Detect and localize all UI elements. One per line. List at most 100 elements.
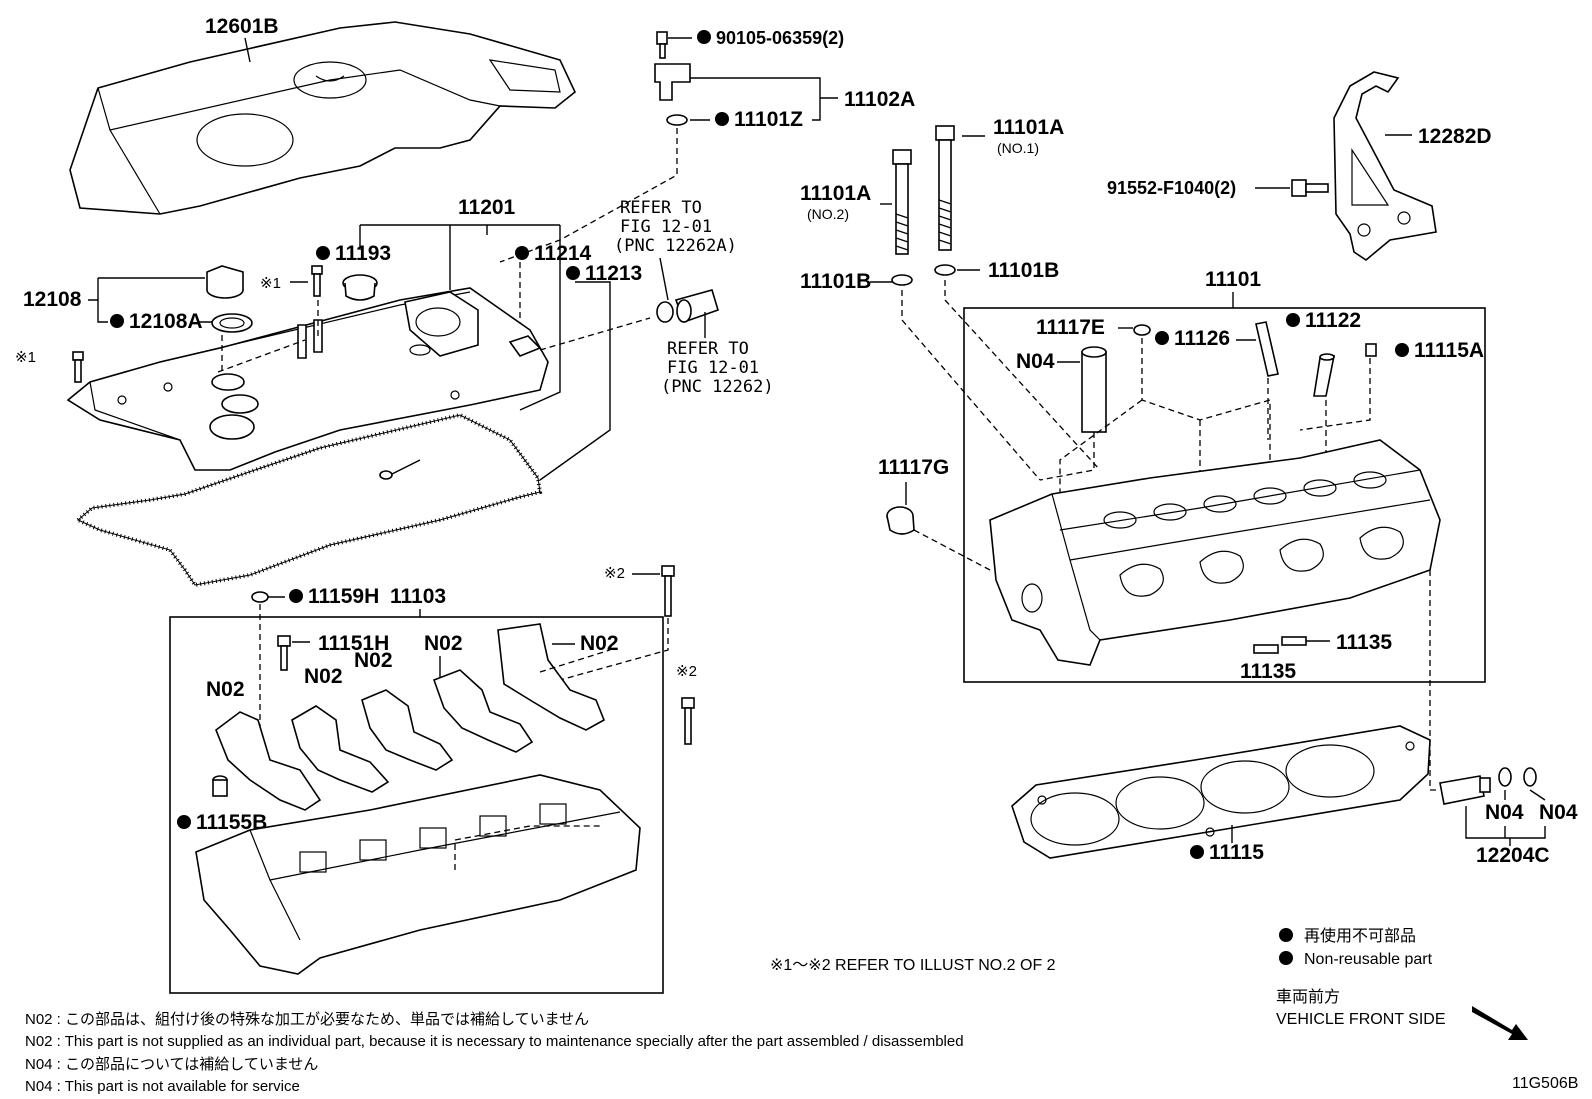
illust-note: ※1～※2 REFER TO ILLUST NO.2 OF 2 — [770, 957, 1056, 974]
washer-left — [891, 274, 913, 286]
refer-bot-line1: REFER TO — [667, 339, 749, 359]
legend-dot — [1279, 928, 1293, 942]
label-11155B: 11155B — [196, 811, 267, 834]
label-11193: 11193 — [335, 242, 391, 265]
label-N04-b: N04 — [1539, 801, 1578, 824]
label-N02-c: N02 — [354, 649, 393, 672]
label-11101Z: 11101Z — [734, 108, 803, 131]
label-12601B: 12601B — [205, 15, 279, 38]
refer-bot-line2: FIG 12-01 — [667, 358, 759, 378]
non-reusable-dot — [566, 266, 580, 280]
label-11122: 11122 — [1305, 309, 1361, 332]
non-reusable-dot — [110, 314, 124, 328]
label-N02-a: N02 — [424, 632, 463, 655]
label-N02-d: N02 — [304, 665, 343, 688]
note-n02-jp: N02 : この部品は、組付け後の特殊な加工が必要なため、単品では補給していませ… — [25, 1011, 589, 1028]
note-n04-en: N04 : This part is not available for ser… — [25, 1078, 300, 1095]
non-reusable-dot — [1395, 343, 1409, 357]
cylinder-head-group-box — [963, 307, 1486, 683]
hose-clamp-illustration — [656, 289, 719, 324]
plug-12204C-illustration — [1439, 767, 1537, 805]
label-11159H: 11159H — [308, 585, 379, 608]
engine-cover-illustration — [69, 21, 576, 215]
cylinder-head-illustration — [989, 439, 1441, 666]
legend-jp: 再使用不可部品 — [1304, 927, 1416, 945]
bolt-91552-illustration — [1291, 179, 1329, 197]
label-91552-F1040: 91552-F1040(2) — [1107, 178, 1236, 198]
label-11115A: 11115A — [1414, 339, 1484, 362]
label-N02-b: N02 — [580, 632, 619, 655]
non-reusable-dot — [177, 815, 191, 829]
label-11101A-no2: 11101A — [800, 182, 871, 205]
plug-11117G-illustration — [886, 506, 915, 535]
label-12204C: 12204C — [1476, 844, 1550, 867]
label-11117E: 11117E — [1036, 316, 1105, 339]
note-n04-jp: N04 : この部品については補給していません — [25, 1056, 318, 1073]
label-11101B-right: 11101B — [988, 259, 1059, 282]
plug-11159H — [251, 591, 269, 603]
bracket-12282D-illustration — [1333, 71, 1437, 261]
plug-11193-illustration — [342, 274, 378, 301]
bolt-mark1b-illustration — [72, 351, 84, 383]
non-reusable-dot — [1155, 331, 1169, 345]
non-reusable-dot — [715, 112, 729, 126]
guide-11126-illustration — [1255, 321, 1279, 377]
camshaft-housing-illustration — [195, 774, 641, 975]
refer-top-line3: (PNC 12262A) — [614, 236, 737, 256]
label-11135-b: 11135 — [1240, 660, 1296, 683]
head-bolt-no2-illustration — [892, 149, 912, 255]
front-direction-arrow-icon — [1472, 1006, 1528, 1040]
mark-ref-1b: ※1 — [15, 349, 36, 366]
small-seal — [379, 470, 393, 480]
label-11101A-no2-sub: (NO.2) — [807, 206, 849, 222]
refer-top-line2: FIG 12-01 — [620, 217, 712, 237]
pin-11135-b — [1281, 636, 1307, 646]
non-reusable-dot — [697, 30, 711, 44]
non-reusable-dot — [289, 589, 303, 603]
camshaft-housing-group-box — [169, 616, 664, 994]
label-N04-top: N04 — [1016, 350, 1055, 373]
head-bolt-no1-illustration — [935, 125, 955, 251]
mark-ref-2: ※2 — [604, 565, 625, 582]
plug-11117E — [1133, 324, 1151, 336]
oil-cap-illustration — [206, 265, 253, 333]
label-N04-a: N04 — [1485, 801, 1524, 824]
bolt-mark2-illustration — [661, 565, 675, 617]
label-11102A: 11102A — [844, 88, 915, 111]
label-11126: 11126 — [1174, 327, 1230, 350]
label-11201: 11201 — [458, 196, 516, 219]
label-11151H: 11151H — [318, 632, 389, 655]
label-12282D: 12282D — [1418, 125, 1492, 148]
non-reusable-dot — [316, 246, 330, 260]
label-11103: 11103 — [390, 585, 446, 608]
camshaft-caps-illustration — [212, 623, 606, 811]
bolt-mark1-illustration — [311, 265, 323, 297]
label-11117G: 11117G — [878, 456, 949, 479]
label-11101A-no1: 11101A — [993, 116, 1064, 139]
label-11101: 11101 — [1205, 268, 1261, 291]
label-N02-e: N02 — [206, 678, 245, 701]
legend-en: Non-reusable part — [1304, 951, 1433, 968]
non-reusable-dot — [1190, 845, 1204, 859]
refer-bot-line3: (PNC 12262) — [661, 377, 774, 397]
figure-id: 11G506B — [1512, 1075, 1578, 1092]
pin-11115A — [1365, 343, 1377, 357]
guide-11122-illustration — [1313, 353, 1336, 397]
front-side-jp: 車両前方 — [1276, 988, 1340, 1006]
n04-sleeve-illustration — [1081, 346, 1107, 433]
non-reusable-dot — [515, 246, 529, 260]
label-12108A: 12108A — [129, 310, 203, 333]
label-11213: 11213 — [585, 262, 642, 285]
sensor-illustration — [654, 31, 691, 126]
legend-dot — [1279, 951, 1293, 965]
bolt-mark2b-illustration — [681, 697, 695, 745]
label-11101A-no1-sub: (NO.1) — [997, 140, 1039, 156]
head-cover-illustration — [66, 287, 549, 471]
bolt-11151H-illustration — [277, 635, 291, 671]
head-gasket-illustration — [1011, 725, 1431, 859]
label-11214: 11214 — [534, 242, 592, 265]
mark-ref-2b: ※2 — [676, 663, 697, 680]
refer-top-line1: REFER TO — [620, 198, 702, 218]
mark-ref-1: ※1 — [260, 275, 281, 292]
